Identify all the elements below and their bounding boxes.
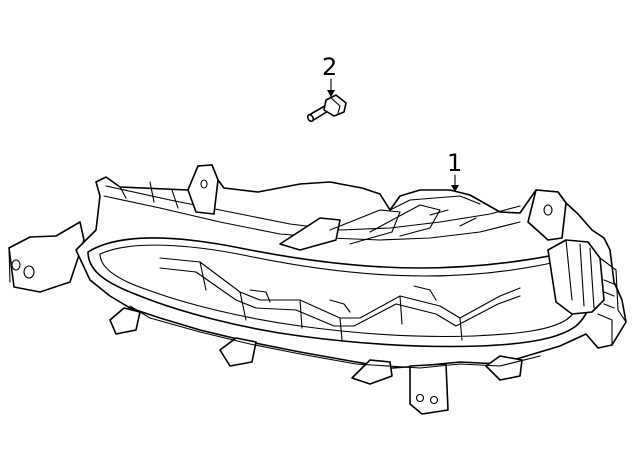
callout-1: 1 — [447, 149, 462, 192]
callout-2-label: 2 — [322, 53, 337, 81]
callout-1-label: 1 — [447, 149, 462, 177]
callout-2: 2 — [322, 53, 337, 97]
bolt-part — [306, 94, 347, 123]
lamp-assembly-part — [8, 164, 627, 415]
